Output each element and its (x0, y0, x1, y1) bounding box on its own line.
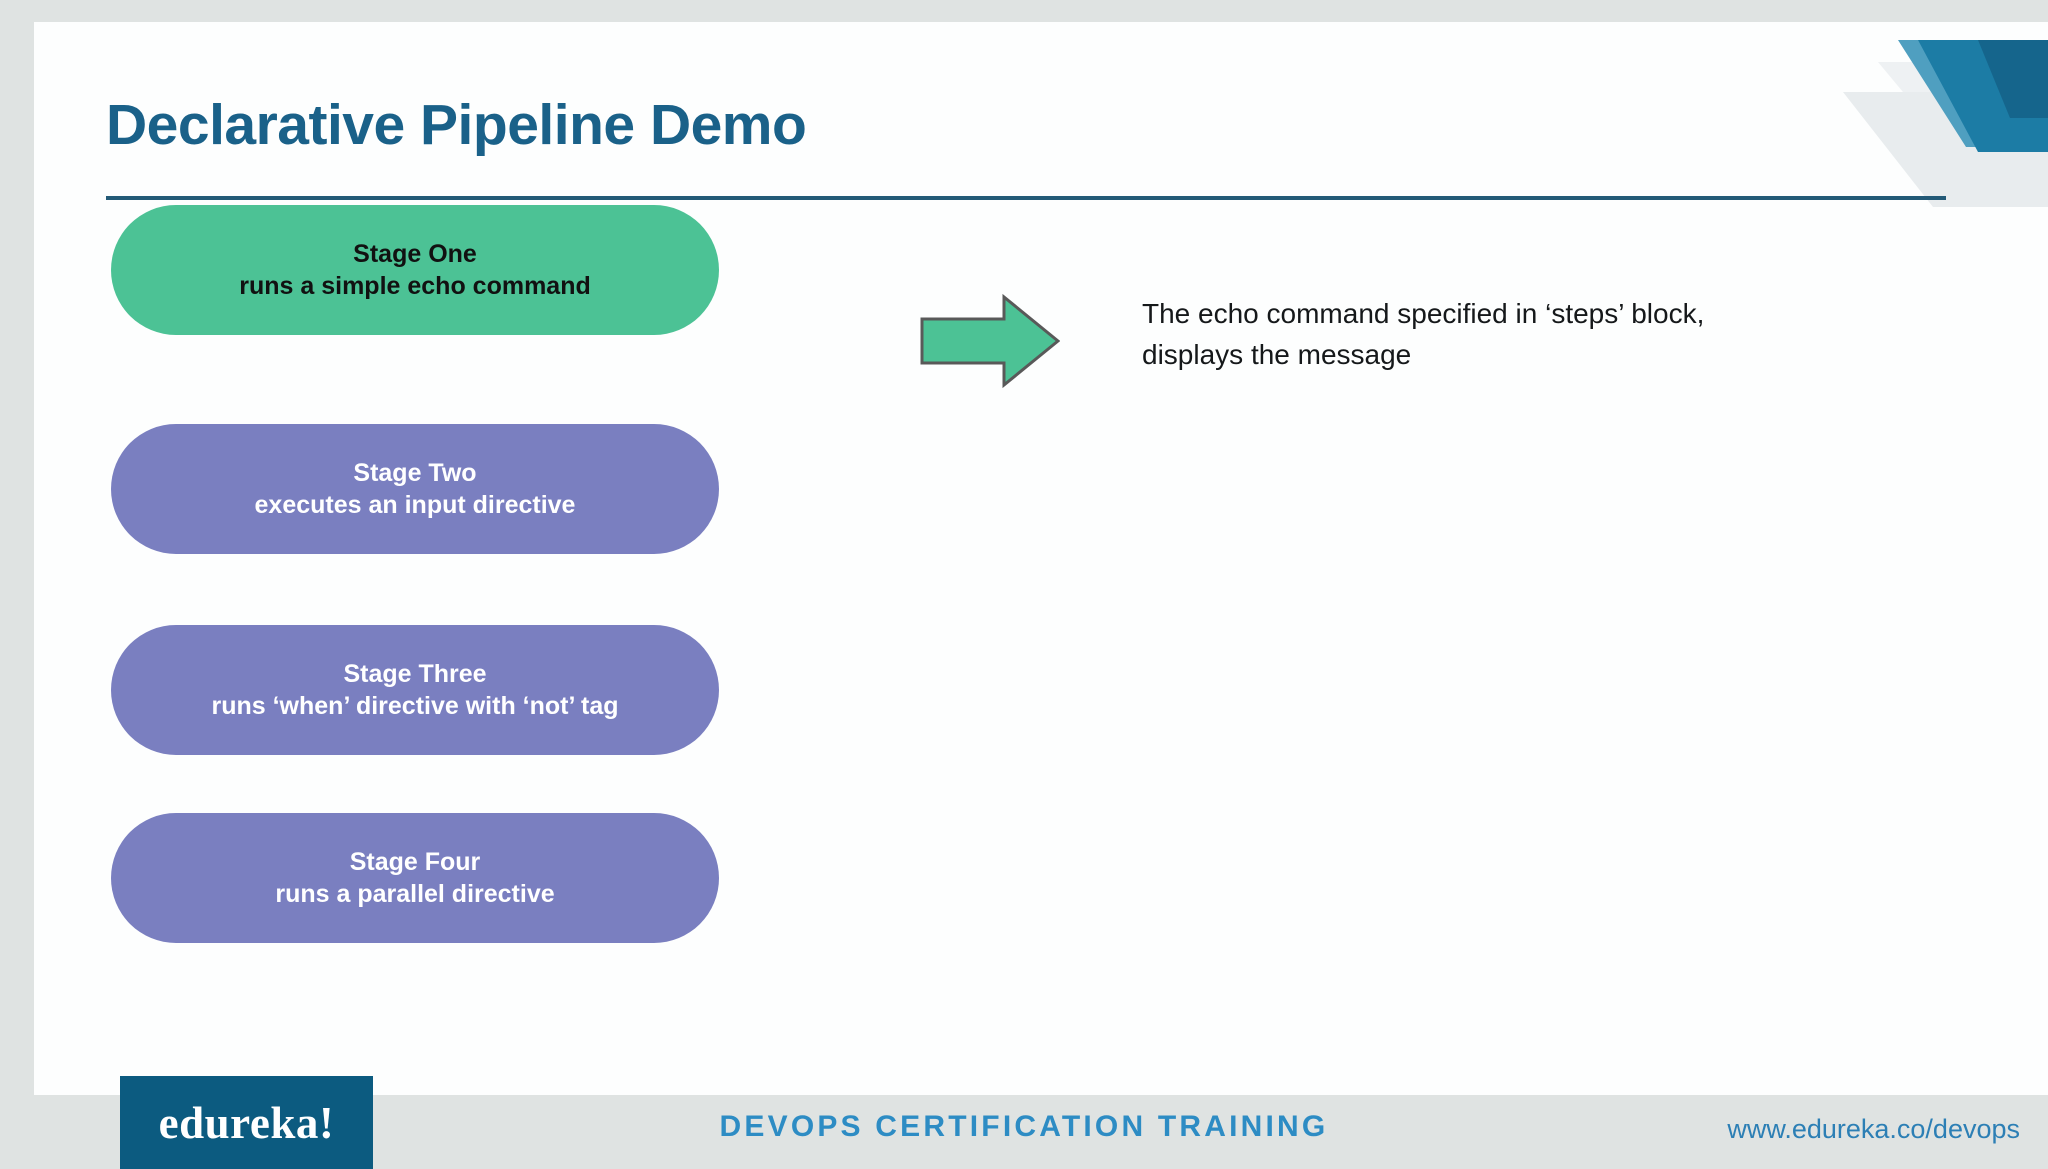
footer-url[interactable]: www.edureka.co/devops (1727, 1114, 2020, 1144)
corner-decoration (1748, 22, 2048, 222)
stage-three-subtitle: runs ‘when’ directive with ‘not’ tag (211, 692, 619, 720)
stage-pill-three[interactable]: Stage Three runs ‘when’ directive with ‘… (111, 625, 719, 755)
right-block-arrow-icon (920, 293, 1061, 389)
stage-one-title: Stage One (353, 240, 477, 268)
stage-four-title: Stage Four (349, 848, 481, 876)
stage-pill-four[interactable]: Stage Four runs a parallel directive (111, 813, 719, 943)
callout-text: The echo command specified in ‘steps’ bl… (1142, 294, 1922, 375)
edureka-logo[interactable]: edureka! (120, 1076, 373, 1169)
stage-pill-two[interactable]: Stage Two executes an input directive (111, 424, 719, 554)
stage-three-title: Stage Three (343, 660, 487, 688)
page-title: Declarative Pipeline Demo (106, 93, 807, 157)
stage-one-subtitle: runs a simple echo command (239, 272, 591, 300)
edureka-logo-text: edureka! (158, 1097, 335, 1148)
callout-line-1: The echo command specified in ‘steps’ bl… (1142, 298, 1705, 329)
stage-two-title: Stage Two (353, 459, 477, 487)
stage-pill-one[interactable]: Stage One runs a simple echo command (111, 205, 719, 335)
slide-canvas: Declarative Pipeline Demo Stage One runs… (34, 22, 2048, 1097)
footer-course-title: DEVOPS CERTIFICATION TRAINING (719, 1110, 1329, 1143)
stage-four-subtitle: runs a parallel directive (275, 880, 555, 908)
callout-line-2: displays the message (1142, 338, 1412, 370)
stage-two-subtitle: executes an input directive (254, 491, 576, 519)
title-divider (106, 196, 1946, 200)
